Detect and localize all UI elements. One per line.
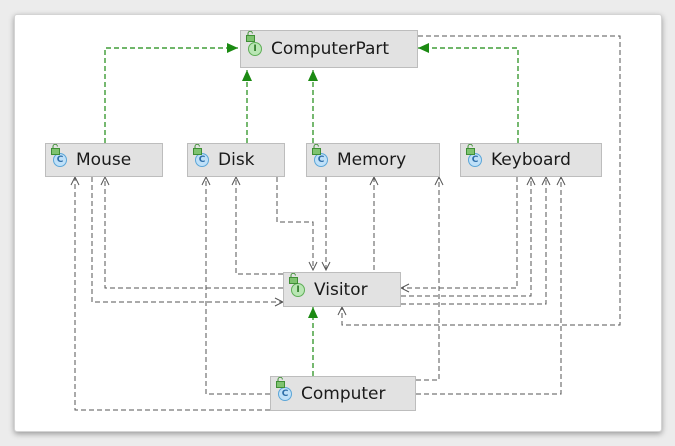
node-visitor[interactable]: I Visitor (283, 272, 401, 307)
lock-open-icon (51, 144, 60, 155)
node-memory[interactable]: C Memory (306, 143, 440, 177)
edge-computer-uses-disk (206, 177, 270, 395)
diagram-frame (14, 14, 662, 432)
lock-open-icon (312, 144, 321, 155)
edge-visitor-uses-keyboard-b (401, 177, 546, 305)
class-icon: C (278, 386, 292, 401)
edge-computerpart-uses-visitor (342, 35, 621, 326)
interface-icon: I (248, 42, 262, 56)
class-icon: C (53, 153, 67, 167)
class-icon: C (468, 153, 482, 167)
edge-visitor-uses-disk (236, 177, 283, 275)
node-disk[interactable]: C Disk (187, 143, 285, 177)
node-keyboard[interactable]: C Keyboard (460, 143, 602, 177)
class-icon: C (314, 153, 328, 167)
node-label: Computer (301, 383, 386, 404)
node-label: ComputerPart (271, 39, 390, 59)
edge-visitor-uses-mouse (105, 177, 283, 289)
edge-keyboard-uses-visitor (401, 177, 518, 288)
edge-disk-uses-visitor (276, 177, 313, 270)
node-mouse[interactable]: C Mouse (45, 143, 163, 177)
edge-keyboard-implements-computerpart (418, 43, 519, 143)
edge-mouse-implements-computerpart (104, 43, 238, 143)
node-label: Memory (337, 150, 407, 170)
lock-open-icon (466, 144, 475, 155)
edge-visitor-uses-keyboard-a (401, 177, 531, 297)
interface-icon: I (291, 282, 305, 297)
lock-open-icon (276, 377, 285, 388)
node-label: Keyboard (491, 150, 571, 170)
node-label: Mouse (76, 150, 132, 170)
node-label: Disk (218, 150, 255, 170)
edge-computer-uses-mouse (75, 177, 270, 411)
node-computerpart[interactable]: I ComputerPart (240, 30, 418, 68)
edge-computer-uses-keyboard (416, 177, 561, 395)
edge-mouse-uses-visitor (91, 177, 283, 302)
lock-open-icon (246, 31, 255, 42)
node-label: Visitor (314, 279, 368, 300)
class-icon: C (195, 153, 209, 167)
node-computer[interactable]: C Computer (270, 376, 416, 411)
lock-open-icon (193, 144, 202, 155)
edge-computer-uses-memory (416, 177, 439, 381)
lock-open-icon (289, 273, 298, 284)
